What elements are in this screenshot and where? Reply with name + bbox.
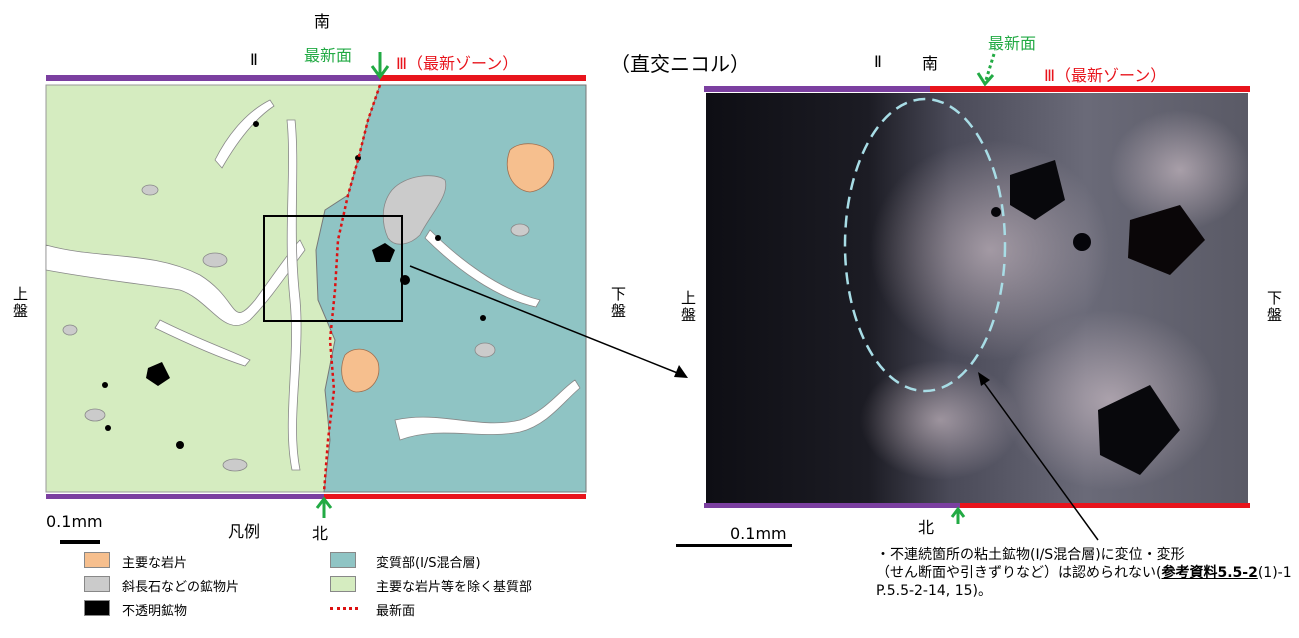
legend-swatch-altered: [330, 552, 356, 568]
right-top-bar-zone2: [704, 86, 930, 92]
left-zone2-label: Ⅱ: [250, 50, 258, 69]
dark-crystal: [1098, 385, 1180, 475]
dark-crystal: [1073, 233, 1091, 251]
opaque-mineral: [105, 425, 111, 431]
dark-crystal: [1010, 160, 1065, 220]
gray-fragment: [202, 252, 228, 268]
photo-texture: [1110, 110, 1250, 230]
opaque-mineral: [146, 362, 170, 386]
highlight-ellipse: [843, 97, 1007, 393]
left-lower-label: 下盤: [609, 286, 627, 320]
opaque-mineral: [372, 243, 395, 262]
legend-swatch-mineral: [84, 576, 110, 592]
legend-swatch-matrix: [330, 576, 356, 592]
gray-fragment: [62, 324, 78, 336]
left-bottom-green-arrow: [315, 496, 333, 518]
zoom-box: [263, 215, 403, 322]
vein-2: [154, 319, 251, 367]
photo-panel: [676, 53, 1250, 547]
legend-label-altered: 変質部(I/S混合層): [376, 556, 481, 571]
dark-crystal: [1128, 205, 1205, 275]
opaque-mineral: [176, 441, 184, 449]
right-scale-label: 0.1mm: [730, 524, 787, 543]
right-north-label: 北: [918, 518, 935, 537]
observation-note: ・不連続箇所の粘土鉱物(I/S混合層)に変位・変形 （せん断面や引きずりなど）は…: [876, 546, 1296, 600]
photo-texture: [1000, 310, 1220, 490]
right-top-bar-zone3: [930, 86, 1250, 92]
right-newest-surface-label: 最新面: [988, 34, 1037, 53]
left-top-bar-zone2: [46, 75, 380, 81]
note-reference-rest: (1)-1 P.5.5-2-14, 15)。: [876, 565, 1292, 599]
vein-3: [214, 99, 275, 169]
left-top-green-arrow: [370, 52, 390, 80]
right-bottom-bar-zone3: [960, 503, 1250, 508]
left-scale-label: 0.1mm: [46, 512, 103, 531]
gray-fragment: [141, 184, 159, 196]
left-bottom-bar-zone2: [46, 494, 324, 499]
legend-label-mineral: 斜長石などの鉱物片: [122, 580, 240, 595]
gray-fragment: [510, 223, 530, 237]
legend-label-opaque: 不透明鉱物: [122, 604, 188, 619]
left-upper-label: 上盤: [11, 286, 29, 320]
left-top-bar-zone3: [380, 75, 586, 81]
vein-4: [286, 119, 302, 471]
orange-fragment-2: [341, 348, 380, 393]
left-zone3-label: Ⅲ（最新ゾーン）: [396, 54, 519, 73]
connector-arrow: [409, 265, 681, 375]
vein-5: [394, 379, 581, 441]
left-sketch: [45, 52, 688, 544]
opaque-mineral: [253, 121, 259, 127]
opaque-mineral: [102, 382, 108, 388]
vein-1: [45, 239, 306, 326]
right-zone3-label: Ⅲ（最新ゾーン）: [1044, 66, 1167, 85]
legend-label-rock: 主要な岩片: [122, 556, 188, 571]
note-reference-link[interactable]: 参考資料5.5-2: [1161, 565, 1258, 581]
right-zone2-label: Ⅱ: [874, 52, 882, 71]
gray-fragment: [222, 458, 248, 472]
left-south-label: 南: [314, 12, 331, 31]
left-north-label: 北: [312, 524, 329, 543]
note-line-2: （せん断面や引きずりなど）は認められない(参考資料5.5-2(1)-1 P.5.…: [876, 564, 1296, 600]
right-upper-label: 上盤: [679, 290, 697, 324]
gray-fragment: [474, 342, 496, 358]
opaque-mineral: [480, 315, 486, 321]
legend-swatch-opaque: [84, 600, 110, 616]
connector-arrowhead: [674, 365, 688, 378]
note-line-1: ・不連続箇所の粘土鉱物(I/S混合層)に変位・変形: [876, 547, 1185, 563]
left-scale-bar: [60, 540, 100, 544]
right-south-label: 南: [922, 54, 939, 73]
left-newest-surface-label: 最新面: [304, 46, 353, 65]
photo-texture: [860, 360, 1020, 480]
note-pointer-head: [978, 372, 990, 386]
right-scale-bar: [676, 544, 792, 547]
photo-title: （直交ニコル）: [610, 52, 750, 76]
legend-swatch-rock: [84, 552, 110, 568]
legend-swatch-newest: [330, 607, 358, 610]
newest-surface-line: [322, 84, 382, 493]
note-pointer: [981, 379, 1099, 541]
dark-crystal: [991, 207, 1001, 217]
left-bottom-bar-zone3: [324, 494, 586, 499]
note-line-2-text: （せん断面や引きずりなど）は認められない(: [876, 565, 1162, 581]
orange-fragment-1: [506, 143, 555, 193]
right-bottom-bar-zone2: [704, 503, 960, 508]
legend-label-newest: 最新面: [376, 604, 416, 619]
gray-fragment: [84, 408, 106, 422]
right-top-green-arrow: [976, 53, 996, 87]
right-bottom-green-arrow: [950, 506, 966, 524]
right-lower-label: 下盤: [1265, 290, 1283, 324]
gray-fragment-large: [382, 175, 447, 245]
legend-title: 凡例: [228, 522, 261, 541]
opaque-mineral: [435, 235, 441, 241]
legend-label-matrix: 主要な岩片等を除く基質部: [376, 580, 533, 595]
